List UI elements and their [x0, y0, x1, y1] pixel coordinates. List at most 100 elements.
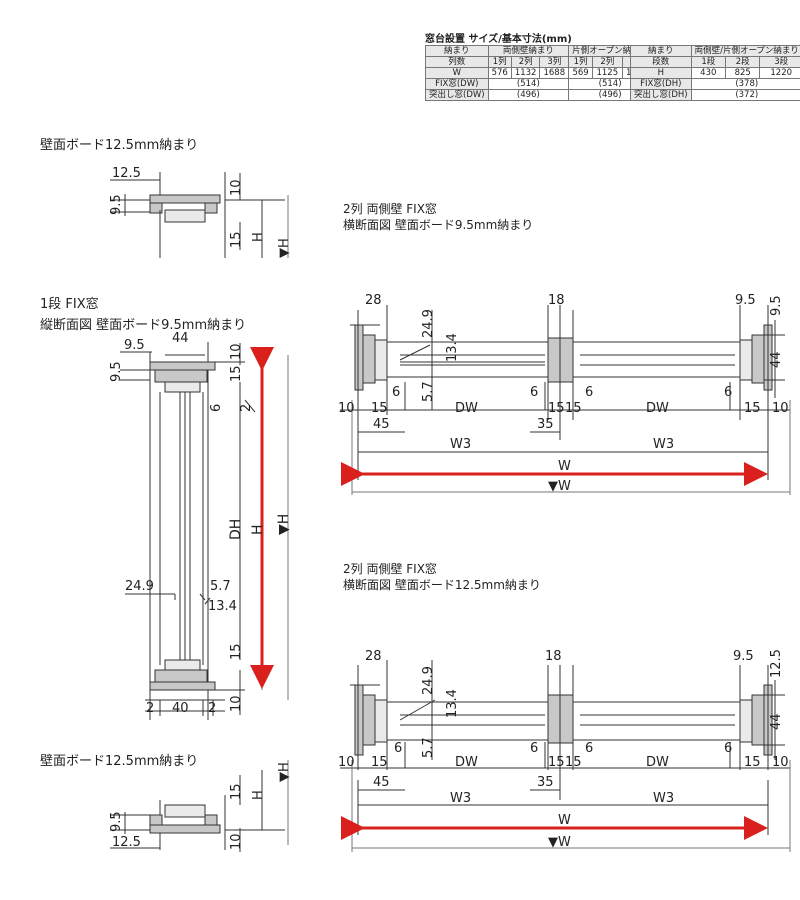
dim-label: 9.5 — [735, 293, 756, 308]
dim-label: 15 — [371, 755, 388, 770]
dim-label: 13.4 — [445, 689, 460, 718]
detail-bottom-board-12-5 — [110, 760, 289, 852]
dim-label: 5.7 — [421, 737, 436, 758]
dim-label: 12.5 — [769, 649, 784, 678]
dim-label: 10 — [229, 695, 244, 712]
dim-label: H — [250, 524, 266, 535]
dim-label: 15 — [548, 755, 565, 770]
dim-label: W3 — [450, 791, 471, 806]
dim-label: 6 — [585, 385, 593, 400]
dim-label: 12.5 — [112, 166, 141, 181]
dim-label: 9.5 — [109, 361, 124, 382]
dim-label: 24.9 — [125, 579, 154, 594]
horizontal-section-9-5 — [340, 305, 791, 495]
dim-label: 15 — [371, 401, 388, 416]
dim-label: 45 — [373, 775, 390, 790]
dim-label: DH — [228, 519, 244, 540]
dim-label: 10 — [772, 401, 789, 416]
caption-right1-line2: 横断面図 壁面ボード9.5mm納まり — [343, 218, 534, 232]
dim-label: 15 — [229, 643, 244, 660]
dim-label: 28 — [365, 649, 382, 664]
dim-label: 15 — [744, 755, 761, 770]
dim-label: ▼W — [548, 479, 571, 494]
dim-label: 45 — [373, 417, 390, 432]
dim-label: 9.5 — [769, 295, 784, 316]
table-cell: 突出し窓(DW) — [425, 89, 489, 101]
dim-label: 13.4 — [208, 599, 237, 614]
table-cell: 2列 — [592, 56, 623, 68]
caption-fix1-line1: 1段 FIX窓 — [40, 297, 99, 312]
dim-label: 15 — [565, 401, 582, 416]
dim-label: 2 — [208, 701, 216, 716]
caption-right2-line2: 横断面図 壁面ボード12.5mm納まり — [343, 578, 541, 592]
dim-label: W3 — [653, 437, 674, 452]
dim-label: 9.5 — [124, 338, 145, 353]
dim-label: 28 — [365, 293, 382, 308]
dim-label: 6 — [392, 385, 400, 400]
dim-label: 6 — [585, 741, 593, 756]
dim-label: 6 — [530, 741, 538, 756]
dim-label: ▼W — [548, 835, 571, 850]
dim-label: ▼H — [277, 762, 292, 782]
caption-right1-line1: 2列 両側壁 FIX窓 — [343, 202, 437, 216]
dim-label: 10 — [229, 833, 244, 850]
dim-label: DW — [455, 755, 478, 770]
dim-label: 10 — [338, 755, 355, 770]
dim-label: 40 — [172, 701, 189, 716]
caption-right2-line1: 2列 両側壁 FIX窓 — [343, 562, 437, 576]
dim-label: W — [558, 813, 571, 828]
table-cell: (372) — [690, 89, 800, 101]
dim-label: 10 — [338, 401, 355, 416]
dim-label: 44 — [172, 331, 189, 346]
dim-label: 6 — [724, 385, 732, 400]
horizontal-section-12-5 — [340, 660, 791, 852]
dim-label: 15 — [548, 401, 565, 416]
dim-label: 44 — [769, 351, 784, 368]
dim-label: W — [558, 459, 571, 474]
dim-label: 6 — [394, 741, 402, 756]
caption-top-left: 壁面ボード12.5mm納まり — [40, 138, 199, 153]
dim-label: 15 — [565, 755, 582, 770]
dim-label: 10 — [229, 179, 244, 196]
dim-label: 15 — [229, 365, 244, 382]
dim-label: ▼H — [276, 514, 292, 535]
dim-label: 15 — [229, 231, 244, 248]
caption-bottom-left: 壁面ボード12.5mm納まり — [40, 754, 199, 769]
dim-label: 2 — [146, 701, 154, 716]
dim-label: DW — [646, 401, 669, 416]
dim-label: 35 — [537, 775, 554, 790]
dim-label: 18 — [545, 649, 562, 664]
table-cell: 突出し窓(DH) — [630, 89, 692, 101]
dim-label: 24.9 — [421, 309, 436, 338]
spec-table-height: 納まり 両側壁/片側オープン納まり 段数 1段 2段 3段 H 430 825 … — [630, 45, 800, 101]
caption-fix1-line2: 縦断面図 壁面ボード9.5mm納まり — [40, 318, 247, 333]
dim-label: 5.7 — [421, 381, 436, 402]
dim-label: 9.5 — [733, 649, 754, 664]
dim-label: 9.5 — [109, 811, 124, 832]
detail-top-board-12-5 — [110, 172, 289, 258]
dim-label: 18 — [548, 293, 565, 308]
table-cell: 1列 — [568, 56, 594, 68]
dim-label: 10 — [229, 343, 244, 360]
dim-label: 24.9 — [421, 666, 436, 695]
dim-label: 9.5 — [109, 194, 124, 215]
vertical-section-fix1 — [120, 342, 289, 720]
dim-label: 10 — [772, 755, 789, 770]
dim-label: H — [251, 232, 266, 242]
dim-label: DW — [646, 755, 669, 770]
dim-label: ▼H — [277, 238, 292, 258]
table-cell: (496) — [487, 89, 570, 101]
dim-label: H — [251, 790, 266, 800]
dim-label: 44 — [769, 713, 784, 730]
dim-label: DW — [455, 401, 478, 416]
dim-label: W3 — [653, 791, 674, 806]
dim-label: 6 — [530, 385, 538, 400]
dim-label: W3 — [450, 437, 471, 452]
dim-label: 15 — [229, 783, 244, 800]
dim-label: 35 — [537, 417, 554, 432]
dim-label: 13.4 — [445, 333, 460, 362]
table-title: 窓台設置 サイズ/基本寸法(mm) — [425, 34, 572, 45]
dim-label: 12.5 — [112, 835, 141, 850]
dim-label: 6 — [724, 741, 732, 756]
